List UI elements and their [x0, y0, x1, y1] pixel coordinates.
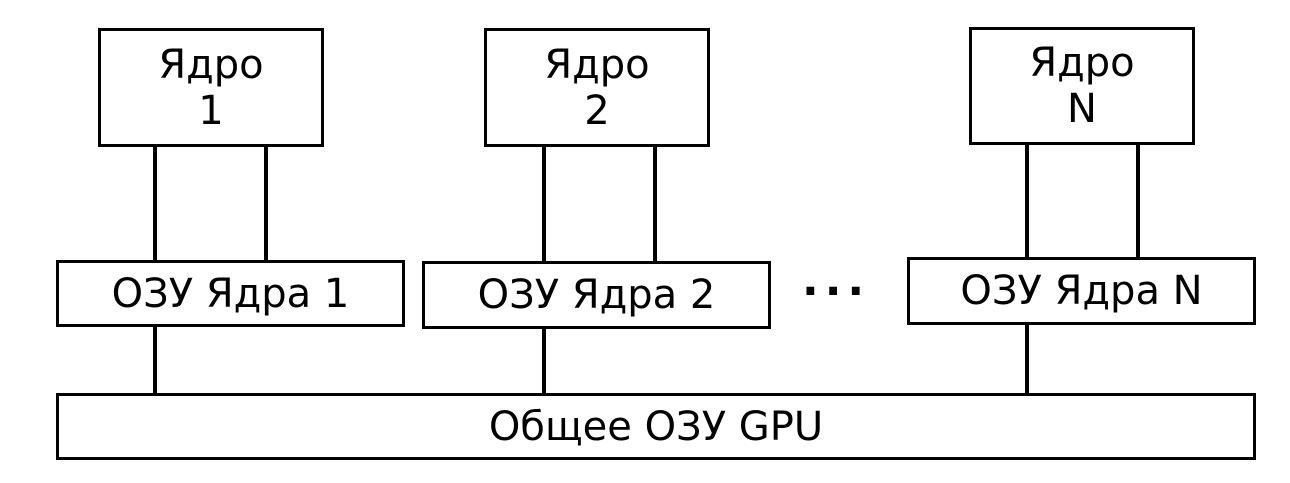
core-n-number: N [1067, 86, 1097, 132]
core-2-link-left [542, 145, 546, 263]
core-n-memory-label: ОЗУ Ядра N [960, 268, 1203, 314]
core-1-number: 1 [198, 87, 224, 134]
core-2-box: Ядро 2 [484, 28, 710, 147]
core-1-link-left [153, 145, 157, 262]
core-2-number: 2 [584, 87, 610, 134]
core-n-memory-box: ОЗУ Ядра N [907, 257, 1256, 325]
core-n-link-right [1136, 143, 1140, 259]
core-2-title: Ядро [544, 41, 650, 88]
core-2-memory-box: ОЗУ Ядра 2 [422, 261, 771, 329]
core-2-link-right [653, 145, 657, 263]
ellipsis: ... [802, 255, 871, 306]
core-1-title: Ядро [158, 41, 264, 88]
shared-memory-label: Общее ОЗУ GPU [488, 403, 824, 450]
shared-memory-box: Общее ОЗУ GPU [56, 393, 1256, 460]
core-1-box: Ядро 1 [98, 28, 324, 147]
core-n-box: Ядро N [969, 27, 1195, 145]
core-1-memory-label: ОЗУ Ядра 1 [111, 270, 350, 317]
core-n-link-left [1025, 143, 1029, 259]
memory-2-link [542, 327, 546, 395]
core-1-memory-box: ОЗУ Ядра 1 [56, 260, 405, 327]
memory-1-link [153, 325, 157, 395]
memory-n-link [1025, 323, 1029, 395]
core-1-link-right [264, 145, 268, 262]
core-2-memory-label: ОЗУ Ядра 2 [477, 272, 716, 318]
core-n-title: Ядро [1029, 40, 1135, 86]
